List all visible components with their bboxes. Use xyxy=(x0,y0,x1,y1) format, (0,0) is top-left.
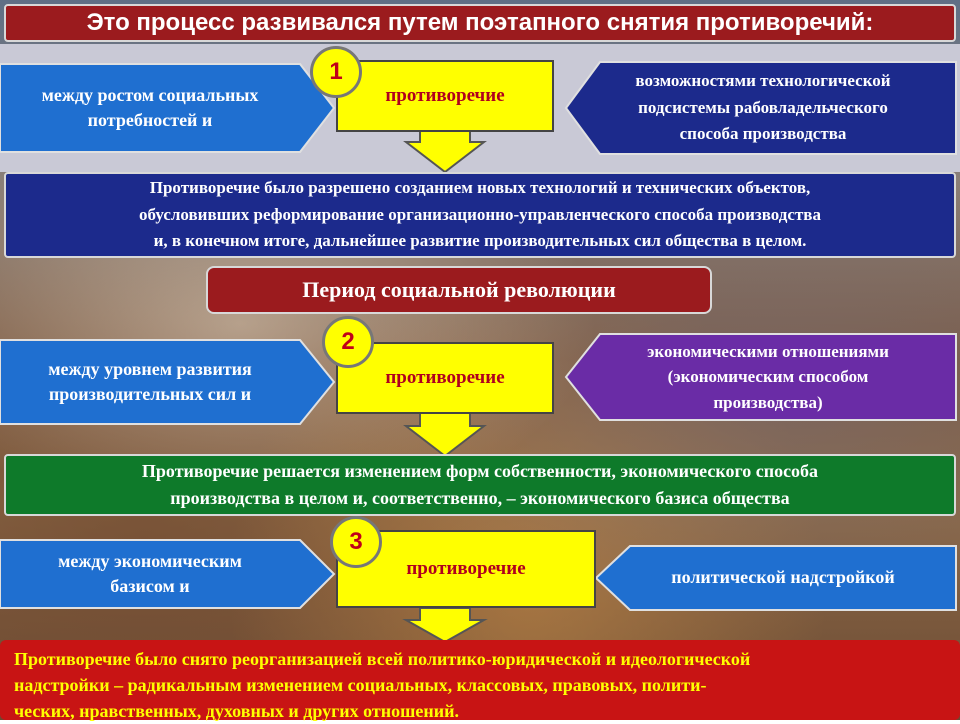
row3-result-line3: ческих, нравственных, духовных и других … xyxy=(14,701,459,722)
row3-right-text: политической надстройкой xyxy=(610,546,956,610)
row3-right-arrow xyxy=(594,545,957,611)
row3-result-line2: надстройки – радикальным изменением соци… xyxy=(14,675,707,696)
row1-result-box: Противоречие было разрешено созданием но… xyxy=(4,172,956,258)
row1-number: 1 xyxy=(329,58,343,85)
row1-right-text: возможностями технологической подсистемы … xyxy=(570,62,956,154)
row2-contradiction-label: противоречие xyxy=(385,367,505,388)
row1-contradiction-box: противоречие xyxy=(336,60,554,132)
row1-right-line3: способа производства xyxy=(679,124,847,144)
row1-down-arrow xyxy=(403,127,487,174)
row3-left-text: между экономическим базисом и xyxy=(0,540,300,608)
row3-right-line1: политической надстройкой xyxy=(671,567,895,588)
row2-left-line1: между уровнем развития xyxy=(48,358,252,379)
row1-contradiction-label: противоречие xyxy=(385,85,505,106)
row2-result-line1: Противоречие решается изменением форм со… xyxy=(141,461,819,481)
row2-right-text: экономическими отношениями (экономическим… xyxy=(580,334,956,420)
row2-number-badge: 2 xyxy=(322,316,374,368)
page-title: Это процесс развивался путем поэтапного … xyxy=(4,4,956,42)
row1-left-arrow xyxy=(0,63,336,153)
row1-right-line1: возможностями технологической xyxy=(635,71,891,91)
row2-number: 2 xyxy=(341,328,355,355)
row3-number-badge: 3 xyxy=(330,516,382,568)
row2-right-line2: (экономическим способом xyxy=(667,367,869,387)
period-label-box: Период социальной революции xyxy=(206,266,712,314)
row1-result-line1: Противоречие было разрешено созданием но… xyxy=(149,178,811,198)
row1-result-line2: обусловивших реформирование организацион… xyxy=(139,204,821,224)
row2-result-box: Противоречие решается изменением форм со… xyxy=(4,454,956,516)
row1-result-line3: и, в конечном итоге, дальнейшее развитие… xyxy=(153,231,807,251)
row2-contradiction-box: противоречие xyxy=(336,342,554,414)
page-title-text: Это процесс развивался путем поэтапного … xyxy=(86,9,874,36)
row3-contradiction-box: противоречие xyxy=(336,530,596,608)
row1-right-line2: подсистемы рабовладельческого xyxy=(638,97,888,117)
row2-down-arrow xyxy=(403,411,487,458)
row1-left-line1: между ростом социальных xyxy=(41,84,259,105)
row3-number: 3 xyxy=(349,528,363,555)
row3-contradiction-label: противоречие xyxy=(406,558,526,579)
row3-left-arrow xyxy=(0,539,336,609)
row1-left-line2: потребностей и xyxy=(87,110,213,130)
row3-down-arrow xyxy=(402,607,488,644)
period-label: Период социальной революции xyxy=(302,277,616,302)
row3-result-line1: Противоречие было снято реорганизацией в… xyxy=(14,649,751,669)
row1-right-arrow xyxy=(564,61,957,155)
row1-left-text: между ростом социальных потребностей и xyxy=(0,64,300,152)
row3-left-line2: базисом и xyxy=(110,576,190,596)
row1-number-badge: 1 xyxy=(310,46,362,98)
row2-result-line2: производства в целом и, соответственно, … xyxy=(170,488,790,508)
row2-left-text: между уровнем развития производительных с… xyxy=(0,340,300,424)
row2-left-line2: производительных сил и xyxy=(48,384,252,404)
row2-right-line3: производства) xyxy=(713,392,823,412)
row2-right-line1: экономическими отношениями xyxy=(647,341,889,361)
row2-left-arrow xyxy=(0,339,336,425)
row3-left-line1: между экономическим xyxy=(58,550,242,571)
row2-right-arrow xyxy=(564,333,957,421)
row3-result-box: Противоречие было снято реорганизацией в… xyxy=(0,640,960,722)
